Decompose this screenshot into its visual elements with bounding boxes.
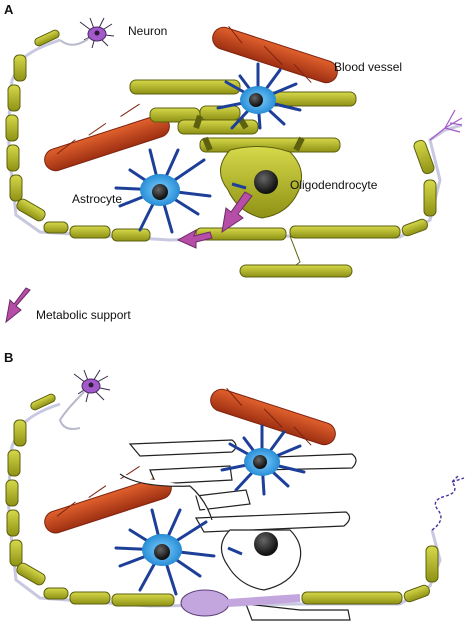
panel-a-label: A: [4, 2, 14, 17]
panel-b-label: B: [4, 350, 14, 365]
legend-arrow-icon: [5, 287, 31, 324]
oligodendrocyte-a-nucleus: [254, 170, 278, 194]
blood-vessel-b-top: [210, 387, 336, 446]
metabolic-support-arrows-a: [176, 191, 253, 249]
neuron-a: [59, 17, 115, 49]
axon-terminal-a: [429, 109, 463, 141]
panel-a: [5, 17, 463, 324]
myelin-segments-b: [5, 393, 439, 607]
astrocyte-label: Astrocyte: [72, 192, 123, 206]
oligodendrocyte-b-degenerated: [119, 439, 357, 621]
oligodendrocyte-label: Oligodendrocyte: [290, 178, 378, 192]
neuron-label: Neuron: [128, 24, 168, 38]
blood-vessel-label: Blood vessel: [334, 60, 403, 74]
astrocyte-b-top: [220, 424, 306, 496]
axon-swollen-segment: [227, 594, 301, 607]
astrocyte-a-left: [114, 148, 247, 234]
degenerating-axon-terminal: [431, 475, 465, 531]
metabolic-support-label: Metabolic support: [36, 308, 131, 322]
astrocyte-a-top: [216, 62, 302, 130]
oligodendrocyte-a-links: [193, 115, 305, 152]
oligodendrocyte-b-nucleus: [254, 532, 278, 556]
myelin-segments-a: [5, 29, 437, 242]
blood-vessel-a-top: [212, 25, 338, 84]
neuron-b: [58, 369, 111, 430]
panel-b: [5, 369, 465, 621]
blood-vessel-a-left: [44, 103, 170, 172]
axonal-swelling: [180, 589, 230, 617]
astrocyte-b-left: [114, 508, 243, 596]
